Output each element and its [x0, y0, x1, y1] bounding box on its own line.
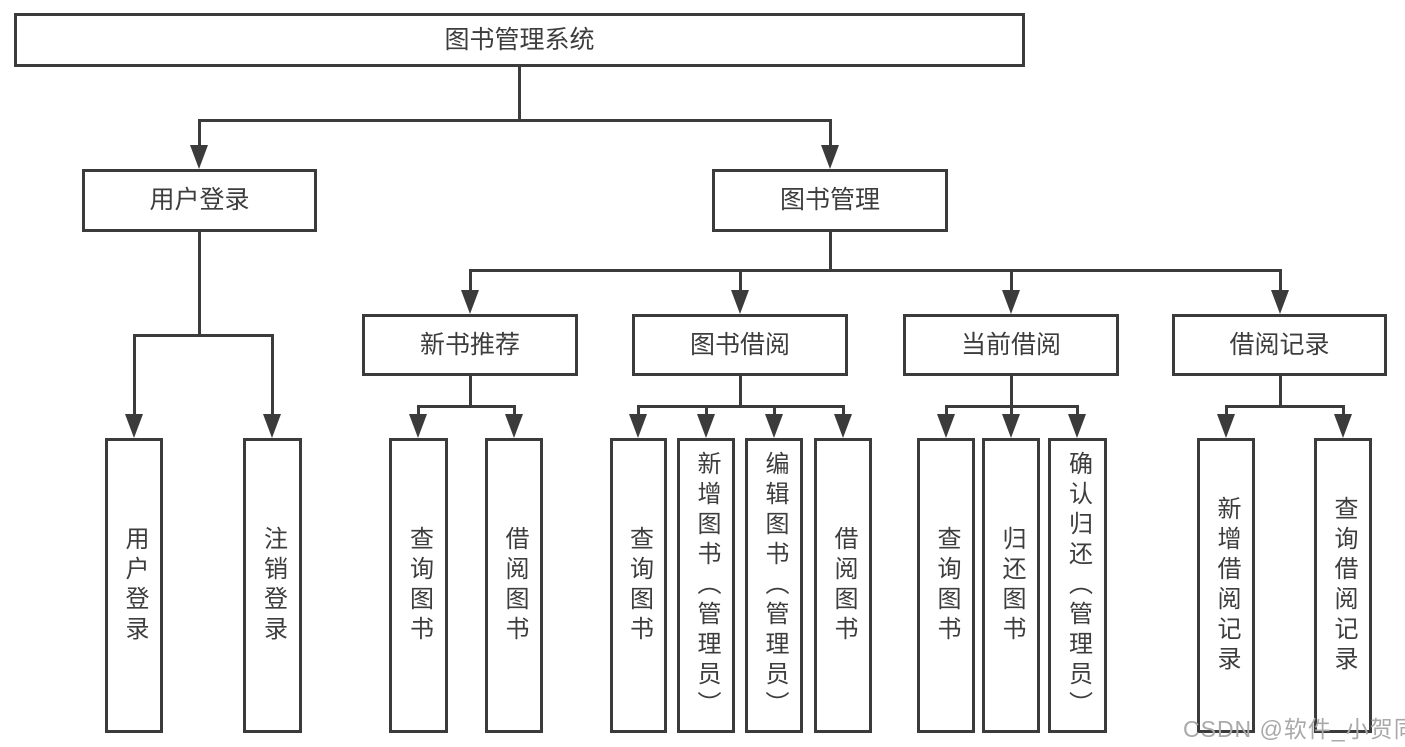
node-book-borrowing: 图书借阅 [632, 314, 848, 376]
node-leaf-query-borrow-record: 查询借阅记录 [1314, 438, 1372, 733]
arrowhead-icon [263, 414, 281, 438]
node-leaf-borrow-books: 借阅图书 [814, 438, 872, 733]
node-user-login: 用户登录 [82, 169, 317, 232]
node-label: 查询图书 [933, 525, 960, 646]
arrowhead-icon [190, 145, 208, 169]
edge-line [828, 232, 832, 270]
node-leaf-return-books: 归还图书 [982, 438, 1040, 733]
arrowhead-icon [937, 414, 955, 438]
arrowhead-icon [629, 414, 647, 438]
node-label: 查询借阅记录 [1330, 495, 1357, 676]
node-label: 用户登录 [121, 525, 148, 646]
arrowhead-icon [409, 414, 427, 438]
node-label: 新书推荐 [419, 330, 520, 359]
edge-line [270, 335, 274, 422]
node-leaf-confirm-return-admin: 确认归还（管理员） [1048, 438, 1107, 733]
node-leaf-query-books-borrowing: 查询图书 [610, 438, 667, 733]
edge-line [132, 333, 274, 337]
edge-line [468, 376, 472, 406]
edge-line [636, 404, 845, 408]
node-label: 归还图书 [998, 525, 1025, 646]
edge-line [416, 404, 516, 408]
node-label: 图书借阅 [689, 330, 790, 359]
node-label: 当前借阅 [960, 330, 1061, 359]
arrowhead-icon [834, 414, 852, 438]
node-label: 图书管理 [779, 186, 880, 214]
arrowhead-icon [1217, 414, 1235, 438]
node-leaf-edit-books-admin: 编辑图书（管理员） [745, 438, 803, 733]
node-library-management-system: 图书管理系统 [14, 13, 1025, 67]
watermark: CSDN @软件_小贺同学 [1183, 716, 1405, 742]
node-label: 借阅记录 [1229, 330, 1330, 359]
node-new-book-recommendation: 新书推荐 [362, 314, 578, 376]
node-label: 图书管理系统 [444, 25, 595, 54]
edge-line [1278, 270, 1282, 298]
arrowhead-icon [731, 290, 749, 314]
arrowhead-icon [461, 290, 479, 314]
arrowhead-icon [821, 145, 839, 169]
node-label: 编辑图书（管理员） [761, 450, 788, 721]
edge-line [197, 118, 832, 122]
arrowhead-icon [1334, 414, 1352, 438]
node-label: 借阅图书 [830, 525, 857, 646]
edge-line [1009, 376, 1013, 406]
node-label: 确认归还（管理员） [1064, 450, 1092, 721]
node-label: 注销登录 [259, 525, 287, 646]
node-leaf-add-books-admin: 新增图书（管理员） [677, 438, 735, 733]
node-current-borrowing: 当前借阅 [903, 314, 1119, 376]
arrowhead-icon [125, 414, 143, 438]
arrowhead-icon [765, 414, 783, 438]
node-label: 新增借阅记录 [1213, 495, 1240, 676]
node-label: 借阅图书 [501, 525, 528, 646]
node-label: 用户登录 [149, 186, 250, 214]
node-book-management: 图书管理 [712, 169, 948, 232]
node-leaf-query-books-recommend: 查询图书 [389, 438, 448, 733]
node-label: 查询图书 [405, 525, 433, 646]
edge-line [197, 120, 201, 153]
arrowhead-icon [1002, 290, 1020, 314]
edge-line [828, 120, 832, 153]
arrowhead-icon [1002, 414, 1020, 438]
edge-line [1009, 270, 1013, 298]
node-label: 新增图书（管理员） [693, 450, 720, 721]
arrowhead-icon [505, 414, 523, 438]
edge-line [738, 376, 742, 406]
node-label: 查询图书 [625, 525, 653, 646]
edge-line [197, 232, 201, 335]
arrowhead-icon [697, 414, 715, 438]
edge-line [468, 268, 1282, 272]
edge-line [468, 270, 472, 298]
edge-line [1224, 404, 1345, 408]
arrowhead-icon [1068, 414, 1086, 438]
arrowhead-icon [1271, 290, 1289, 314]
node-borrowing-records: 借阅记录 [1172, 314, 1387, 376]
edge-line [517, 67, 521, 120]
edge-line [738, 270, 742, 298]
node-leaf-query-books-current: 查询图书 [917, 438, 975, 733]
node-leaf-user-login: 用户登录 [105, 438, 163, 733]
node-leaf-add-borrow-record: 新增借阅记录 [1197, 438, 1255, 733]
edge-line [132, 335, 136, 422]
node-leaf-logout: 注销登录 [243, 438, 302, 733]
edge-line [1278, 376, 1282, 406]
node-leaf-borrow-books-recommend: 借阅图书 [485, 438, 543, 733]
